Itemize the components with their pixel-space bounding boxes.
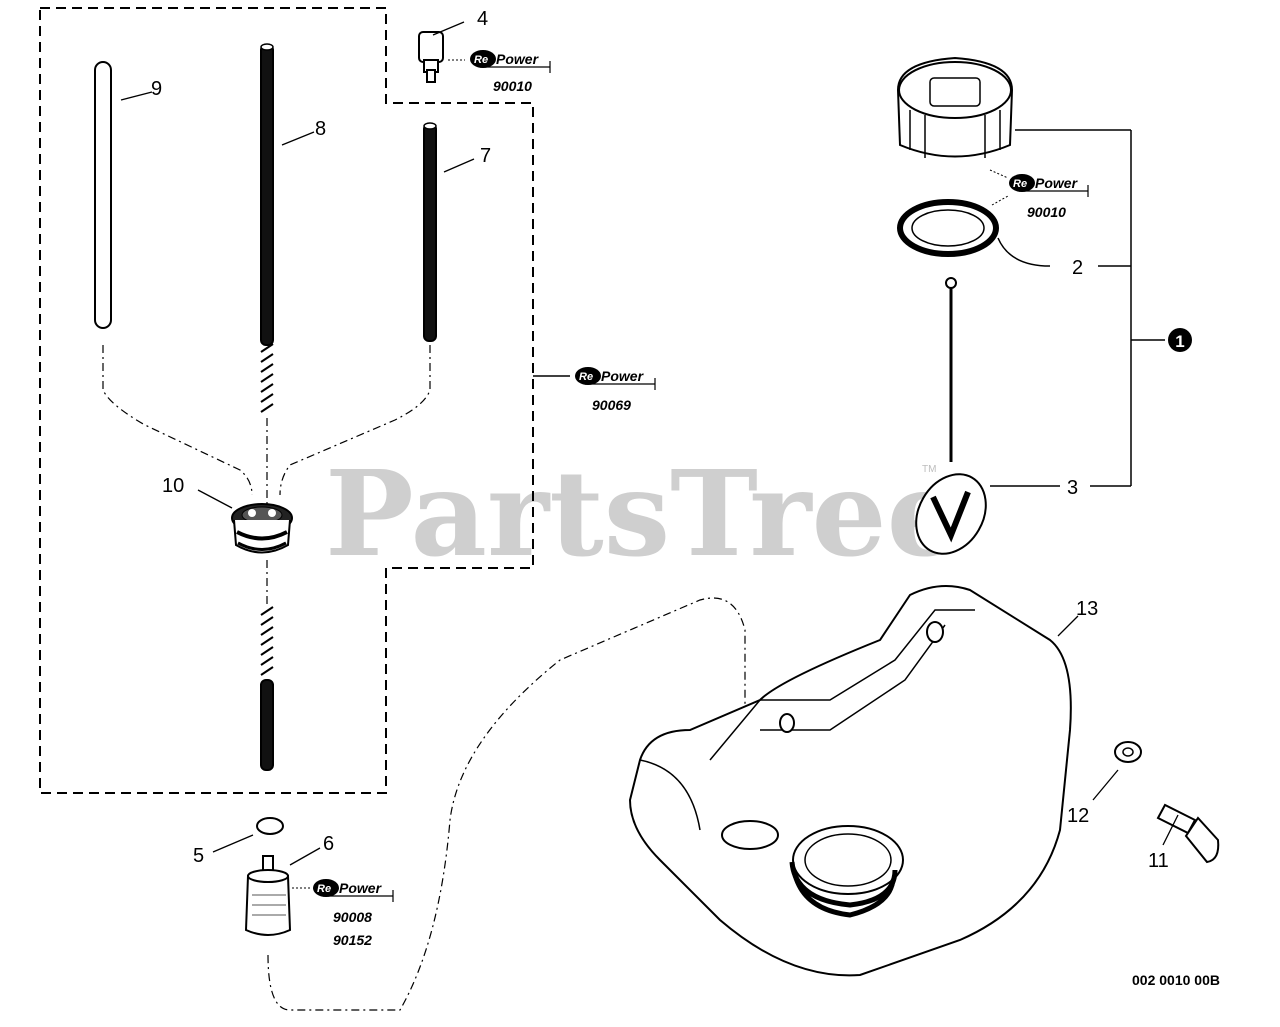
callout-6: 6	[323, 833, 334, 855]
assembly-line	[279, 345, 431, 496]
callout-9: 9	[151, 78, 162, 100]
repower-logo-icon: Re	[1009, 174, 1035, 192]
watermark-tm: TM	[922, 464, 936, 475]
check-valve-icon[interactable]	[418, 31, 444, 83]
repower-code: 90010	[493, 78, 532, 94]
repower-logo-icon: Re	[470, 50, 496, 68]
callout-8: 8	[315, 118, 326, 140]
callout-4: 4	[477, 8, 488, 30]
repower-code: 90010	[1027, 204, 1066, 220]
leader-lines	[120, 21, 1179, 866]
fuel-tank-icon[interactable]	[628, 585, 1072, 977]
breather-icon[interactable]	[902, 277, 999, 566]
callout-13: 13	[1076, 598, 1098, 620]
fuel-line-icon[interactable]	[94, 61, 112, 329]
callout-10: 10	[162, 475, 184, 497]
callout-1: 1	[1175, 332, 1184, 351]
repower-re: Re	[579, 371, 593, 383]
callout-2: 2	[1072, 257, 1083, 279]
repower-re: Re	[317, 883, 331, 895]
repower-logo-icon: Re	[575, 367, 601, 385]
callout-11: 11	[1148, 850, 1169, 872]
watermark-text: PartsTree	[325, 444, 962, 583]
fuel-cap-icon[interactable]	[896, 56, 1014, 158]
repower-badge-top[interactable]: Re Power 90010	[448, 50, 551, 94]
washer-icon[interactable]	[1114, 741, 1142, 763]
fuel-line-icon[interactable]	[260, 43, 274, 413]
repower-code: 90069	[592, 397, 631, 413]
kit-boundary	[39, 7, 534, 794]
assembly-line	[102, 345, 253, 496]
repower-re: Re	[1013, 178, 1027, 190]
assembly-line	[267, 597, 746, 1011]
part1-bracket	[990, 129, 1165, 487]
cap-gasket-icon[interactable]	[897, 199, 999, 257]
repower-code: 90152	[333, 932, 372, 948]
fuel-line-icon[interactable]	[423, 122, 437, 342]
callout-1-circle: 1	[1168, 328, 1192, 352]
repower-word: Power	[1035, 175, 1079, 191]
callout-3: 3	[1067, 477, 1078, 499]
callout-5: 5	[193, 845, 204, 867]
callout-12: 12	[1067, 805, 1089, 827]
repower-word: Power	[601, 368, 645, 384]
fuel-line-icon[interactable]	[260, 606, 274, 771]
repower-word: Power	[339, 880, 383, 896]
grommet-icon[interactable]	[231, 503, 293, 554]
repower-code: 90008	[333, 909, 372, 925]
repower-badge-cap[interactable]: Re Power 90010	[989, 169, 1089, 220]
repower-re: Re	[474, 54, 488, 66]
fuel-filter-icon[interactable]	[244, 855, 292, 936]
repower-badge-filter[interactable]: Re Power 90008 90152	[292, 879, 394, 948]
callout-7: 7	[480, 145, 491, 167]
drawing-id: 002 0010 00B	[1132, 972, 1220, 988]
repower-word: Power	[496, 51, 540, 67]
clip-icon[interactable]	[256, 817, 284, 835]
repower-logo-icon: Re	[313, 879, 339, 897]
repower-badge-kit[interactable]: Re Power 90069	[575, 367, 656, 413]
